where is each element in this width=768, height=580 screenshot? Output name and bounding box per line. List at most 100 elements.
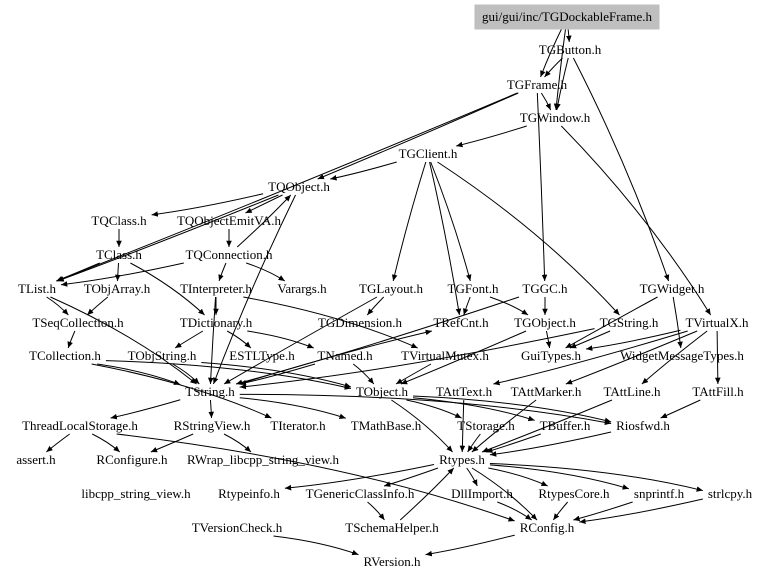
node-root[interactable]: gui/gui/inc/TGDockableFrame.h [474, 4, 660, 30]
node-TSchemaHelper[interactable]: TSchemaHelper.h [345, 520, 439, 535]
node-TQConnection[interactable]: TQConnection.h [185, 247, 273, 262]
node-TStorage[interactable]: TStorage.h [457, 418, 515, 433]
node-label: TGLayout.h [359, 281, 423, 296]
node-DllImport[interactable]: DllImport.h [451, 486, 513, 501]
edge-TVirtualX-to-TAttLine [641, 330, 708, 385]
node-RtypesCore[interactable]: RtypesCore.h [538, 486, 610, 501]
node-snprintf[interactable]: snprintf.h [634, 486, 685, 501]
node-label: TList.h [18, 281, 56, 296]
node-TClass[interactable]: TClass.h [96, 247, 142, 262]
graph-nodes: gui/gui/inc/TGDockableFrame.hTGButton.hT… [16, 4, 753, 569]
node-TAttMarker[interactable]: TAttMarker.h [511, 384, 582, 399]
edge-TGObject-to-TObject [400, 330, 527, 385]
node-Rtypes[interactable]: Rtypes.h [439, 452, 485, 467]
node-TObjArray[interactable]: TObjArray.h [84, 281, 151, 296]
node-TGWindow[interactable]: TGWindow.h [520, 110, 591, 125]
node-TSeqCollection[interactable]: TSeqCollection.h [32, 315, 124, 330]
node-RConfigure[interactable]: RConfigure.h [96, 452, 168, 467]
edge-RStringView-to-RConfigure [150, 433, 194, 453]
node-TObjString[interactable]: TObjString.h [128, 348, 197, 363]
node-RConfig[interactable]: RConfig.h [520, 520, 575, 535]
node-TNamed[interactable]: TNamed.h [317, 348, 373, 363]
node-TGObject[interactable]: TGObject.h [514, 315, 576, 330]
node-TGClient[interactable]: TGClient.h [399, 146, 458, 161]
node-TVirtualMutex[interactable]: TVirtualMutex.h [401, 348, 489, 363]
node-TAttLine[interactable]: TAttLine.h [603, 384, 661, 399]
node-libcpp[interactable]: libcpp_string_view.h [81, 486, 191, 501]
edge-TInterpreter-to-TString [207, 296, 217, 385]
dependency-edges [46, 24, 721, 557]
node-TDictionary[interactable]: TDictionary.h [180, 315, 253, 330]
edge-TGWidget-to-WidgetMessageTypes [672, 296, 683, 349]
node-TAttFill[interactable]: TAttFill.h [692, 384, 744, 399]
edge-TString-to-TMathBase [239, 397, 346, 419]
node-Varargs[interactable]: Varargs.h [277, 281, 327, 296]
edge-TObject-to-Rtypes [391, 399, 453, 453]
node-assert[interactable]: assert.h [16, 452, 56, 467]
edge-TClass-to-TDictionary [130, 262, 205, 316]
node-RWrap[interactable]: RWrap_libcpp_string_view.h [187, 452, 340, 467]
node-TGDimension[interactable]: TGDimension.h [318, 315, 403, 330]
node-label: Varargs.h [277, 281, 327, 296]
node-TQObject[interactable]: TQObject.h [268, 179, 330, 194]
edge-TObjArray-to-TSeqCollection [86, 296, 109, 316]
edge-TQConnection-to-Varargs [246, 262, 286, 282]
edge-Rtypes-to-snprintf [489, 464, 630, 490]
node-TIterator[interactable]: TIterator.h [270, 418, 326, 433]
node-TGWidget[interactable]: TGWidget.h [640, 281, 705, 296]
node-TVersionCheck[interactable]: TVersionCheck.h [192, 520, 283, 535]
edge-TGWidget-to-GuiTypes [565, 296, 658, 349]
node-label: ESTLType.h [229, 348, 295, 363]
node-TQClass[interactable]: TQClass.h [91, 213, 147, 228]
node-TGFont[interactable]: TGFont.h [448, 281, 499, 296]
node-WidgetMessageTypes[interactable]: WidgetMessageTypes.h [620, 348, 744, 363]
edge-TVersionCheck-to-RVersion [273, 535, 359, 556]
node-ESTLType[interactable]: ESTLType.h [229, 348, 295, 363]
node-label: gui/gui/inc/TGDockableFrame.h [482, 9, 653, 24]
node-label: TGButton.h [539, 42, 602, 57]
node-TVirtualX[interactable]: TVirtualX.h [685, 315, 749, 330]
edge-TGenericClassInfo-to-TSchemaHelper [367, 501, 385, 521]
node-TObject[interactable]: TObject.h [356, 384, 409, 399]
node-TString[interactable]: TString.h [185, 384, 235, 399]
node-GuiTypes[interactable]: GuiTypes.h [521, 348, 582, 363]
node-label: TAttText.h [436, 384, 493, 399]
node-label: DllImport.h [451, 486, 513, 501]
node-label: WidgetMessageTypes.h [620, 348, 744, 363]
node-TGButton[interactable]: TGButton.h [539, 42, 602, 57]
edge-TBuffer-to-Rtypes [486, 433, 541, 453]
node-label: TQClass.h [91, 213, 147, 228]
edge-TVirtualX-to-GuiTypes [585, 329, 681, 351]
edge-TQObject-to-TQObjectEmitVA [245, 194, 283, 214]
node-ThreadLocalStorage[interactable]: ThreadLocalStorage.h [22, 418, 138, 433]
edge-TObject-to-TStorage [406, 399, 462, 419]
node-TList[interactable]: TList.h [18, 281, 56, 296]
node-Riosfwd[interactable]: Riosfwd.h [616, 418, 670, 433]
node-TRefCnt[interactable]: TRefCnt.h [433, 315, 489, 330]
edge-snprintf-to-RConfig [573, 501, 633, 522]
node-TInterpreter[interactable]: TInterpreter.h [180, 281, 252, 296]
node-TAttText[interactable]: TAttText.h [436, 384, 493, 399]
node-TGenericClassInfo[interactable]: TGenericClassInfo.h [306, 486, 415, 501]
node-TQObjectEmitVA[interactable]: TQObjectEmitVA.h [177, 213, 282, 228]
node-label: TSeqCollection.h [32, 315, 124, 330]
node-Rtypeinfo[interactable]: Rtypeinfo.h [218, 486, 280, 501]
node-TGFrame[interactable]: TGFrame.h [507, 77, 568, 92]
node-RVersion[interactable]: RVersion.h [363, 554, 421, 569]
node-TGLayout[interactable]: TGLayout.h [359, 281, 423, 296]
edge-TVirtualX-to-TAttText [493, 330, 688, 386]
node-label: TGWidget.h [640, 281, 705, 296]
node-label: TBuffer.h [540, 418, 591, 433]
node-strlcpy[interactable]: strlcpy.h [708, 486, 753, 501]
node-TMathBase[interactable]: TMathBase.h [351, 418, 422, 433]
node-TCollection[interactable]: TCollection.h [29, 348, 101, 363]
node-TGGC[interactable]: TGGC.h [522, 281, 568, 296]
node-TGString[interactable]: TGString.h [600, 315, 659, 330]
edge-TAttText-to-Rtypes [459, 399, 466, 453]
node-TBuffer[interactable]: TBuffer.h [540, 418, 591, 433]
edge-TGWindow-to-TGClient [456, 125, 527, 148]
node-label: snprintf.h [634, 486, 685, 501]
node-label: Rtypeinfo.h [218, 486, 280, 501]
edge-TObjString-to-TObject [201, 361, 352, 388]
node-RStringView[interactable]: RStringView.h [174, 418, 251, 433]
